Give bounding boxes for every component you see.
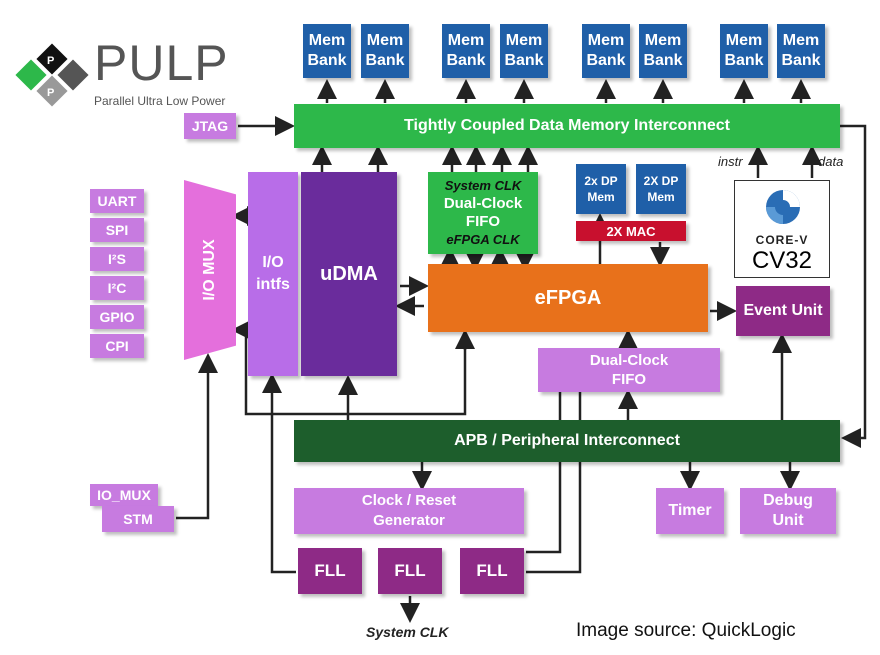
io-intfs-block: I/O intfs — [248, 172, 298, 376]
cpi-block: CPI — [90, 334, 144, 358]
instr-label: instr — [718, 154, 743, 169]
mem-bank-8-l1: Mem — [782, 32, 820, 49]
debug-l1: Debug — [763, 492, 813, 509]
clock-reset-l2: Generator — [373, 512, 445, 529]
mem-bank-2-l1: Mem — [366, 32, 404, 49]
cv32-label: CV32 — [751, 247, 813, 274]
gpio-block: GPIO — [90, 305, 144, 329]
debug-l2: Unit — [772, 512, 804, 529]
io-mux-small-block: IO_MUX — [90, 484, 158, 506]
logo-tile-letter-1: P — [47, 55, 54, 67]
io-intfs-l2: intfs — [256, 276, 290, 293]
tcdm-interconnect: Tightly Coupled Data Memory Interconnect — [294, 104, 840, 148]
mem-bank-5-l2: Bank — [586, 52, 626, 69]
system-clk-label: System CLK — [366, 624, 449, 640]
mem-bank-3-l1: Mem — [447, 32, 485, 49]
fifo-top-block: System CLK Dual-Clock FIFO eFPGA CLK — [428, 172, 538, 254]
fifo-bottom-l1: Dual-Clock — [589, 352, 669, 369]
mem-bank-4-l2: Bank — [504, 52, 544, 69]
event-unit-block: Event Unit — [736, 286, 830, 336]
uart-block: UART — [90, 189, 144, 213]
fll-3: FLL — [460, 548, 524, 594]
udma-block: uDMA — [301, 172, 397, 376]
fifo-top-l2: FIFO — [465, 213, 501, 230]
data-label: data — [818, 154, 844, 169]
i2c-block: I²C — [90, 276, 144, 300]
dp-mem-1-l1: 2x DP — [584, 174, 618, 188]
pulp-logo-tagline: Parallel Ultra Low Power — [94, 94, 226, 108]
fifo-top-sysclk: System CLK — [444, 178, 522, 193]
mem-bank-8-l2: Bank — [781, 52, 821, 69]
fifo-top-l1: Dual-Clock — [443, 195, 523, 212]
efpga-block: eFPGA — [428, 264, 708, 332]
jtag-block: JTAG — [184, 113, 236, 139]
clock-reset-l1: Clock / Reset — [361, 492, 457, 509]
dp-mem-2: 2X DP Mem — [636, 164, 686, 214]
mac-block: 2X MAC — [576, 221, 686, 241]
logo-tile-letter-2: P — [47, 87, 54, 99]
clock-reset-block: Clock / Reset Generator — [294, 488, 524, 534]
mem-bank-3-l2: Bank — [446, 52, 486, 69]
mem-bank-1-l2: Bank — [307, 52, 347, 69]
mem-bank-2-l2: Bank — [365, 52, 405, 69]
dp-mem-1-l2: Mem — [587, 190, 615, 204]
fll-2: FLL — [378, 548, 442, 594]
fifo-bottom-block: Dual-Clock FIFO — [538, 348, 720, 392]
timer-block: Timer — [656, 488, 724, 534]
mem-bank-6-l2: Bank — [643, 52, 683, 69]
debug-unit-block: Debug Unit — [740, 488, 836, 534]
mem-bank-6-l1: Mem — [644, 32, 682, 49]
io-mux-label: I/O MUX — [201, 239, 218, 301]
dp-mem-1: 2x DP Mem — [576, 164, 626, 214]
core-v-logo-icon — [766, 190, 800, 224]
stm-block: STM — [102, 506, 174, 532]
pulp-logo: P P PULP Parallel Ultra Low Power — [10, 35, 260, 114]
core-v-logo-text: CORE-V — [755, 233, 809, 247]
fifo-bottom-l2: FIFO — [611, 371, 647, 388]
mem-bank-1-l1: Mem — [308, 32, 346, 49]
mem-bank-7-l1: Mem — [725, 32, 763, 49]
mem-bank-4-l1: Mem — [505, 32, 543, 49]
fifo-top-efpgaclk: eFPGA CLK — [446, 232, 520, 247]
apb-interconnect: APB / Peripheral Interconnect — [294, 420, 840, 462]
mem-bank-7-l2: Bank — [724, 52, 764, 69]
mem-bank-5-l1: Mem — [587, 32, 625, 49]
fll-1: FLL — [298, 548, 362, 594]
dp-mem-2-l1: 2X DP — [643, 174, 679, 188]
spi-block: SPI — [90, 218, 144, 242]
image-source-caption: Image source: QuickLogic — [576, 620, 796, 641]
io-intfs-l1: I/O — [262, 254, 284, 271]
core-v-cv32-block: CORE-V CV32 — [734, 180, 830, 278]
pulp-logo-name: PULP — [94, 35, 229, 91]
i2s-block: I²S — [90, 247, 144, 271]
pulp-logo-icon: P P — [15, 43, 89, 107]
dp-mem-2-l2: Mem — [647, 190, 675, 204]
io-mux-block: I/O MUX — [184, 180, 236, 360]
